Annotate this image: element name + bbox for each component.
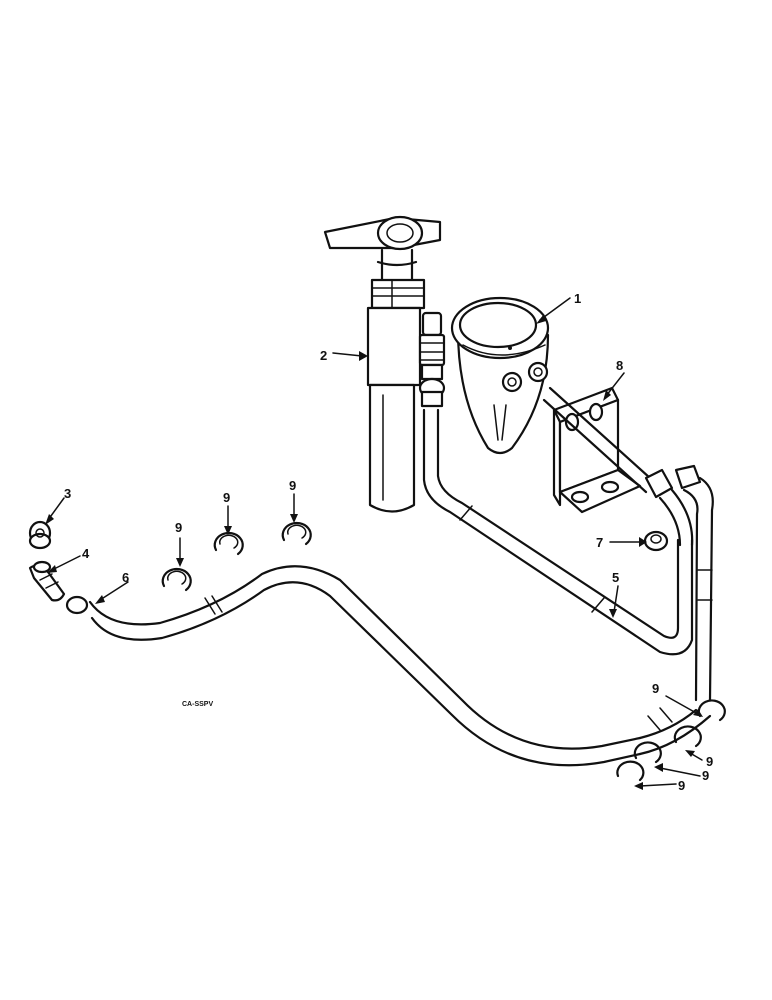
callout-4: 4: [82, 546, 90, 561]
callout-9-g: 9: [678, 778, 685, 793]
pump-fitting-stack: [418, 311, 446, 408]
clip-3: [281, 521, 312, 546]
grommet: [643, 530, 669, 552]
elbow-fitting-3: [28, 520, 52, 550]
callout-8: 8: [616, 358, 623, 373]
oil-line-loop: [422, 408, 694, 656]
callout-9-f: 9: [702, 768, 709, 783]
drawing-code: CA-SSPV: [182, 701, 213, 708]
callout-9-d: 9: [652, 681, 659, 696]
clip-6: [633, 741, 662, 764]
callout-9-b: 9: [223, 490, 230, 505]
clip-5: [673, 725, 702, 748]
callout-2: 2: [320, 348, 327, 363]
elbow-fitting-4: [28, 560, 89, 615]
callout-1: 1: [574, 291, 581, 306]
callout-9-a: 9: [175, 520, 182, 535]
callout-labels: 1 2 3 4 5 6 7 8 9 9 9 9 9 9 9 CA-SSPV: [64, 291, 713, 793]
clip-2: [213, 531, 244, 556]
clip-4: [697, 699, 726, 722]
callout-9-c: 9: [289, 478, 296, 493]
callout-5: 5: [612, 570, 619, 585]
callout-7: 7: [596, 535, 603, 550]
clip-7: [616, 760, 645, 782]
filter-housing: [450, 296, 550, 455]
mounting-bracket: [552, 386, 642, 514]
leader-lines: [45, 297, 703, 790]
callout-6: 6: [122, 570, 129, 585]
clip-1: [161, 567, 192, 592]
callout-9-e: 9: [706, 754, 713, 769]
callout-3: 3: [64, 486, 71, 501]
upper-oil-line: [542, 386, 714, 702]
